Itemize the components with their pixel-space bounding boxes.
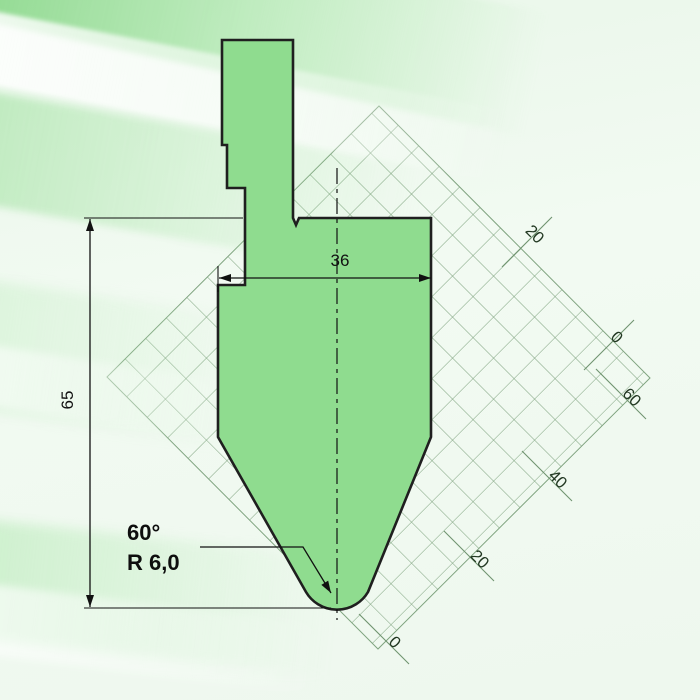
height-dimension-label: 65 — [58, 391, 77, 410]
tip-radius-label: R 6,0 — [127, 550, 180, 575]
tick-line-lower-40 — [521, 450, 573, 502]
tick-label-lower-60: 60 — [619, 385, 645, 411]
punch-profile — [216, 38, 433, 611]
tick-label-lower-0: 0 — [385, 633, 404, 652]
tick-line-upper-20 — [501, 216, 553, 268]
tip-annotation: 60° R 6,0 — [127, 520, 332, 594]
tip-leader-line — [200, 546, 332, 594]
tick-label-lower-20: 20 — [467, 547, 493, 573]
tick-label-upper-20: 20 — [522, 222, 548, 248]
tick-line-lower-60 — [595, 368, 647, 420]
tick-label-upper-0: 0 — [607, 328, 626, 347]
width-dimension: 36 — [217, 251, 431, 292]
tick-label-lower-40: 40 — [545, 467, 571, 493]
width-dimension-label: 36 — [331, 251, 350, 270]
tip-angle-label: 60° — [127, 520, 160, 545]
height-dimension: 65 — [58, 217, 331, 609]
tick-line-lower-20 — [443, 530, 495, 582]
tick-line-upper-0 — [583, 319, 635, 371]
